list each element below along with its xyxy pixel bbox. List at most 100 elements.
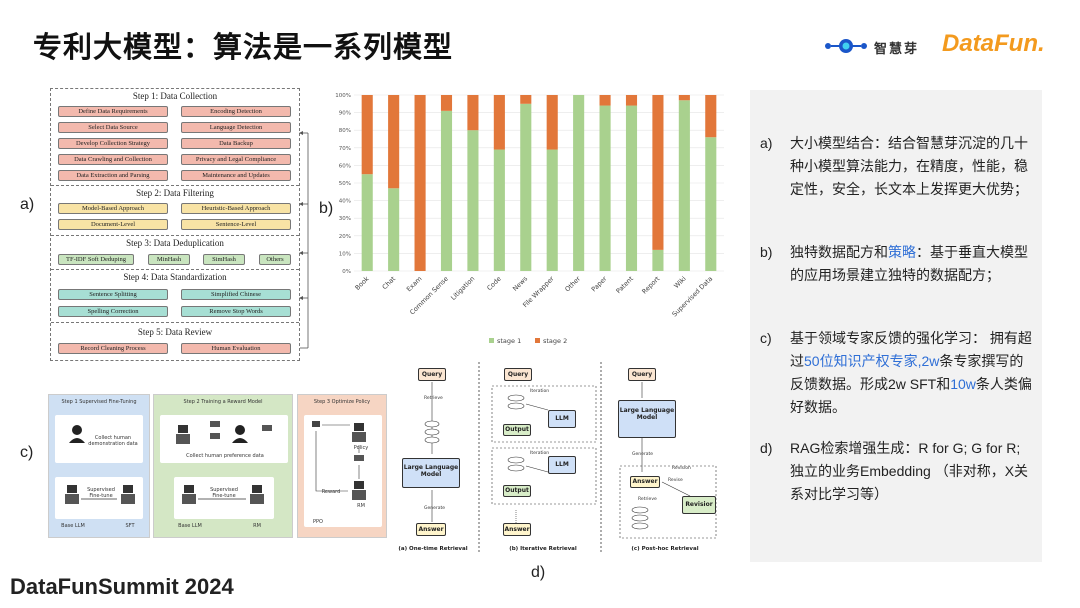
query-box: Query — [504, 368, 532, 381]
step3-chip: SimHash — [203, 254, 245, 265]
step1-chip: Data Crawling and Collection — [58, 154, 168, 165]
page-title: 专利大模型：算法是一系列模型 — [33, 30, 454, 64]
query-box: Query — [418, 368, 446, 381]
bar-segment — [414, 95, 426, 271]
item-key: d) — [760, 440, 773, 456]
y-tick-label: 20% — [339, 234, 351, 240]
bar-segment — [388, 188, 400, 271]
step5-chip: Human Evaluation — [181, 343, 291, 354]
y-tick-label: 0% — [342, 269, 351, 275]
sft-model-label: SFT — [125, 523, 135, 529]
x-tick-label: Other — [563, 275, 582, 294]
item-text: 独特数据配方和策略：基于垂直大模型的应用场景建立独特的数据配方； — [790, 244, 1028, 283]
step1-title: Step 1: Data Collection — [132, 91, 218, 101]
item-key: a) — [760, 135, 773, 151]
bar-segment — [546, 149, 558, 271]
y-tick-label: 90% — [339, 111, 351, 117]
x-tick-label: Paper — [590, 275, 609, 294]
bar-segment — [599, 105, 611, 271]
legend-label: stage 2 — [543, 337, 567, 345]
bar-segment — [361, 95, 373, 175]
output-box: Output — [503, 485, 531, 497]
x-tick-label: News — [511, 274, 530, 293]
x-tick-label: Book — [354, 275, 371, 292]
item-text: 基于领域专家反馈的强化学习： 拥有超过50位知识产权专家,2w条专家撰写的反馈数… — [790, 330, 1032, 415]
rlhf-step1: Step 1 Supervised Fine-Tuning Collect hu… — [48, 394, 150, 538]
x-tick-label: Code — [485, 275, 502, 292]
bar-segment — [678, 95, 690, 101]
y-tick-label: 80% — [339, 128, 351, 134]
revise-label: Revise — [668, 478, 683, 483]
sft-label: Supervised Fine-tune — [210, 487, 238, 499]
bar-segment — [467, 95, 479, 131]
llm-box: LLM — [548, 410, 576, 428]
footer-brand: DataFunSummit 2024 — [10, 574, 234, 599]
bar-segment — [705, 95, 717, 138]
caption-b: (b) Iterative Retrieval — [509, 546, 577, 552]
bar-segment — [388, 95, 400, 189]
legend-swatch — [489, 338, 494, 343]
base-llm-label: Base LLM — [178, 523, 202, 529]
step4-box: Step 4: Data Standardization Sentence Sp… — [51, 270, 299, 323]
logo-zhs-text: 智慧芽 — [874, 42, 920, 57]
item-text: 大小模型结合：结合智慧芽沉淀的几十种小模型算法能力，在精度，性能，稳定性，安全，… — [790, 135, 1028, 197]
bar-segment — [520, 95, 532, 104]
policy-box: Policy Reward RM PPO — [304, 415, 382, 527]
highlight-text: 50位知识产权专家,2w — [804, 353, 940, 369]
rm-label: RM — [253, 523, 261, 529]
legend-swatch — [535, 338, 540, 343]
answer-box: Answer — [503, 523, 531, 536]
step1-chip: Encoding Detection — [181, 106, 291, 117]
rm-box: Supervised Fine-tune — [174, 477, 274, 519]
step2-chip: Sentence-Level — [181, 219, 291, 230]
preference-box: Collect human preference data — [160, 415, 288, 463]
robot-icon — [65, 485, 135, 504]
sft-box: Supervised Fine-tune — [55, 477, 143, 519]
rm-label: RM — [357, 503, 365, 509]
llm-box: LLM — [548, 456, 576, 474]
ppo-label: PPO — [313, 519, 323, 525]
feedback-arrows — [299, 131, 309, 349]
caption-a: (a) One-time Retrieval — [398, 546, 468, 552]
answer-box: Answer — [416, 523, 446, 536]
answer-box: Answer — [630, 476, 660, 488]
y-tick-label: 10% — [339, 251, 351, 257]
rlhf-step2: Step 2 Training a Reward Model Collect h… — [153, 394, 293, 538]
bar-segment — [705, 137, 717, 271]
y-tick-label: 100% — [335, 93, 351, 99]
step1-title: Step 1 Supervised Fine-Tuning — [61, 399, 137, 405]
item-key: b) — [760, 244, 773, 260]
label-c: c) — [20, 444, 34, 461]
rlhf-step3: Step 3 Optimize Policy Policy Reward RM … — [297, 394, 387, 538]
output-box: Output — [503, 424, 531, 436]
logo-zhs: 智慧芽 — [822, 36, 942, 57]
collect-text: Collect human preference data — [186, 453, 264, 459]
label-a: a) — [20, 196, 35, 213]
generate-label: Generate — [424, 506, 446, 511]
iteration-label: Iteration — [530, 389, 550, 394]
x-tick-label: Wiki — [672, 275, 687, 290]
y-tick-label: 50% — [339, 181, 351, 187]
step3-box: Step 3: Data Deduplication TF-IDF Soft D… — [51, 236, 299, 270]
step1-chip: Data Backup — [181, 138, 291, 149]
reward-label: Reward — [321, 489, 341, 495]
step3-chip: MinHash — [148, 254, 190, 265]
retrieval-connectors — [424, 362, 717, 552]
y-tick-label: 40% — [339, 199, 351, 205]
highlight-text: 策略 — [888, 244, 916, 260]
x-tick-label: Litigation — [449, 275, 476, 302]
step2-chip: Model-Based Approach — [58, 203, 168, 214]
query-box: Query — [628, 368, 656, 381]
step5-title: Step 5: Data Review — [137, 327, 213, 337]
data-pipeline-diagram: Step 1: Data Collection Define Data Requ… — [50, 88, 300, 361]
step1-chip: Define Data Requirements — [58, 106, 168, 117]
revisior-box: Revisior — [682, 496, 716, 514]
highlight-text: 10w — [950, 376, 976, 392]
bar-segment — [520, 103, 532, 271]
step4-chip: Spelling Correction — [58, 306, 168, 317]
bar-segment — [361, 174, 373, 271]
step1-chip: Develop Collection Strategy — [58, 138, 168, 149]
logo-zhs-icon — [825, 39, 867, 53]
step1-chip: Privacy and Legal Compliance — [181, 154, 291, 165]
